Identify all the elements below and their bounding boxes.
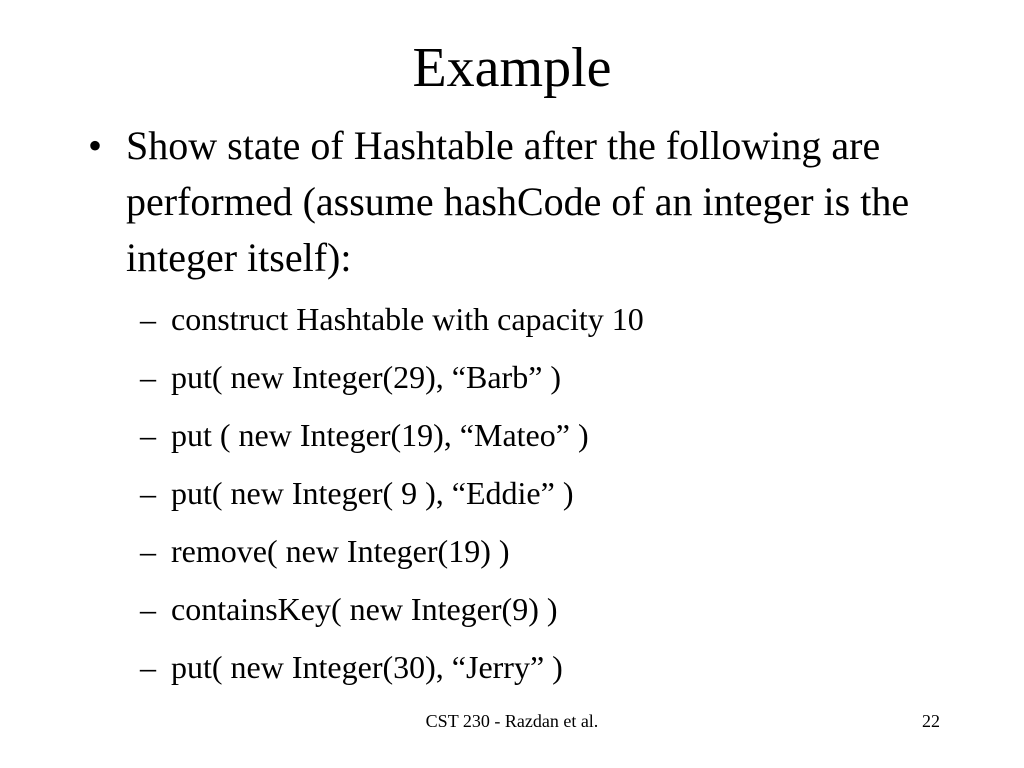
bullet-marker: • — [88, 123, 103, 168]
sub-bullet-list: – construct Hashtable with capacity 10 –… — [140, 290, 960, 696]
slide-footer: CST 230 - Razdan et al. 22 — [0, 706, 1024, 736]
sub-bullet-text: construct Hashtable with capacity 10 — [171, 301, 644, 337]
main-bullet-text: Show state of Hashtable after the follow… — [126, 123, 910, 280]
dash-marker: – — [140, 533, 156, 569]
sub-bullet-put-29: – put( new Integer(29), “Barb” ) — [140, 348, 960, 406]
sub-bullet-put-30: – put( new Integer(30), “Jerry” ) — [140, 638, 960, 696]
sub-bullet-text: put( new Integer(29), “Barb” ) — [171, 359, 562, 395]
dash-marker: – — [140, 417, 156, 453]
sub-bullet-remove-19: – remove( new Integer(19) ) — [140, 522, 960, 580]
sub-bullet-construct: – construct Hashtable with capacity 10 — [140, 290, 960, 348]
footer-course: CST 230 - Razdan et al. — [425, 711, 599, 731]
dash-marker: – — [140, 475, 156, 511]
sub-bullet-containskey-9: – containsKey( new Integer(9) ) — [140, 580, 960, 638]
sub-bullet-put-9: – put( new Integer( 9 ), “Eddie” ) — [140, 464, 960, 522]
sub-bullet-text: containsKey( new Integer(9) ) — [171, 591, 558, 627]
sub-bullet-text: put( new Integer(30), “Jerry” ) — [171, 649, 563, 685]
sub-bullet-text: put ( new Integer(19), “Mateo” ) — [171, 417, 589, 453]
dash-marker: – — [140, 359, 156, 395]
slide-title: Example — [412, 37, 612, 99]
dash-marker: – — [140, 591, 156, 627]
page-number: 22 — [922, 711, 940, 731]
sub-bullet-text: remove( new Integer(19) ) — [171, 533, 510, 569]
sub-bullet-put-19: – put ( new Integer(19), “Mateo” ) — [140, 406, 960, 464]
dash-marker: – — [140, 649, 156, 685]
sub-bullet-text: put( new Integer( 9 ), “Eddie” ) — [171, 475, 574, 511]
dash-marker: – — [140, 301, 156, 337]
